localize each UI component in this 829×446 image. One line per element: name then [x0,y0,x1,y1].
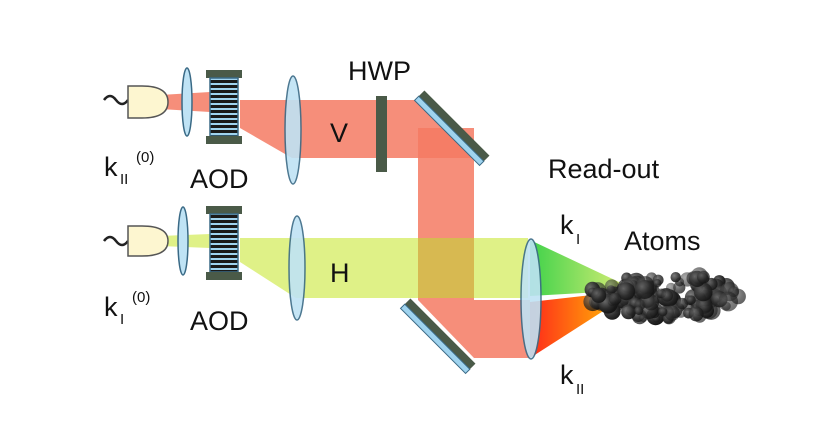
atom-particle [608,292,622,306]
atom-particle [661,289,673,302]
lens-bottom [288,215,306,321]
fiber-coupler-top [127,85,169,119]
atoms-label: Atoms [624,226,701,256]
atom-cloud [583,267,746,326]
svg-text:(0): (0) [132,289,150,306]
lens-top [284,75,302,185]
green-beam-horizontal [296,238,528,298]
svg-text:I: I [576,231,580,248]
aod-bottom [206,206,242,280]
beam-overlap [418,238,474,298]
fiber-wire-bottom-icon [103,235,129,247]
fiber-wire-top-icon [103,94,129,106]
svg-text:k: k [560,210,574,240]
input-label-top: k II (0) [104,149,154,188]
atom-particle [670,272,681,283]
collimator-lens-top [181,67,193,137]
output-label-k1: k I [560,210,580,248]
atom-particle [693,282,713,302]
svg-text:I: I [120,311,124,328]
atom-particle [697,270,710,284]
atom-particle [621,304,636,320]
h-label: H [330,258,350,288]
output-label-k2: k II [560,360,584,398]
atom-particle [658,307,668,317]
mirror-top [413,90,490,167]
svg-text:II: II [120,171,128,188]
v-label: V [330,118,348,148]
atom-particle [617,282,636,301]
input-label-bottom: k I (0) [104,289,150,328]
atom-particle [634,306,644,315]
atom-particle [664,305,680,321]
aod-top-label: AOD [190,164,249,194]
fiber-coupler-bottom [127,225,169,257]
aod-top [206,70,242,144]
readout-label: Read-out [548,154,660,184]
atom-particle [686,295,696,305]
focusing-lens [520,238,542,360]
atom-particle [591,287,607,303]
aod-bottom-label: AOD [190,306,249,336]
mirror-bottom [399,298,476,375]
atom-particle [676,297,688,310]
atom-particle [604,279,619,294]
atom-particle [688,306,704,322]
atom-particle [653,279,662,288]
half-wave-plate [376,96,387,172]
green-beam-expander [240,238,296,298]
atom-particle [718,291,738,312]
svg-text:k: k [560,360,574,390]
collimator-lens-bottom [177,206,189,276]
atom-particle [639,314,648,323]
red-beam-lower [418,300,530,358]
svg-text:k: k [104,152,118,182]
svg-text:k: k [104,292,118,322]
svg-text:(0): (0) [136,149,154,166]
red-beam-expander [240,100,292,158]
hwp-label: HWP [348,56,411,86]
svg-text:II: II [576,381,584,398]
atom-particle [635,280,655,299]
